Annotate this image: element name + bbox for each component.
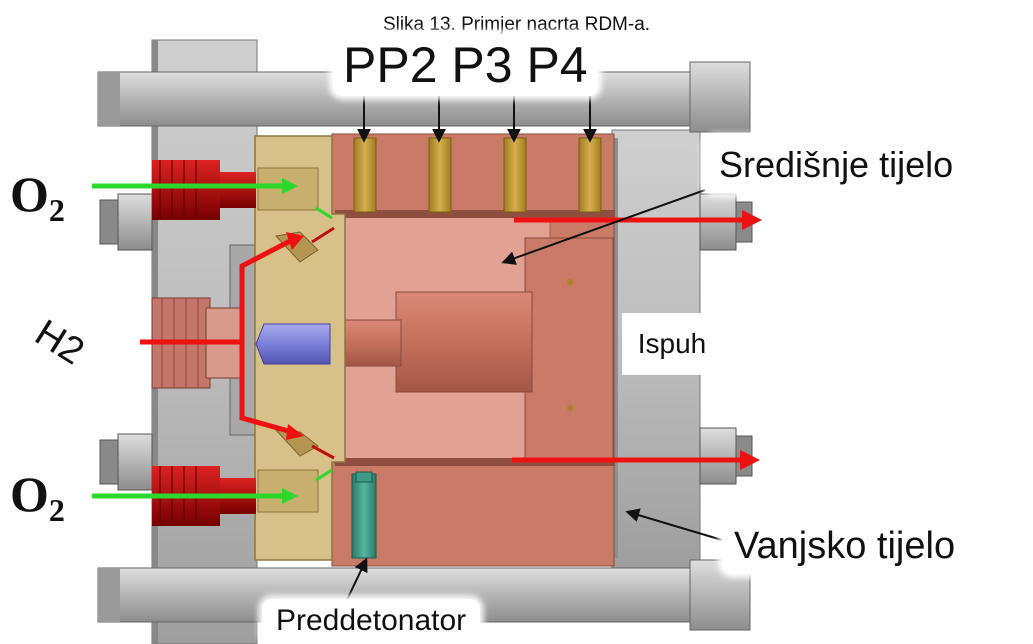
pointer-predetonator — [343, 557, 368, 607]
bolt-top-left — [99, 193, 153, 251]
oxygen-small-bottom — [315, 468, 333, 482]
pointer-outer-body — [625, 508, 723, 541]
annulus-top — [335, 210, 615, 218]
hydrogen-flow — [140, 237, 294, 345]
bottom-rod-thread — [98, 568, 120, 622]
inner-pin-small — [334, 319, 402, 367]
figure-caption: Slika 13. Primjer nacrta RDM-a. — [382, 14, 651, 35]
oxygen-inlet-bottom-label: O2 — [10, 466, 65, 528]
flange-dot — [567, 279, 573, 285]
predetonator-body — [351, 473, 377, 559]
oxygen-fitting-top — [152, 160, 256, 220]
predetonator-label: Preddetonator — [262, 599, 481, 643]
transducer-p4 — [578, 137, 602, 213]
injector-channel-top — [275, 231, 319, 263]
oxygen-flow-bottom-head — [282, 488, 298, 504]
oxygen-small-top — [315, 206, 333, 220]
central-body-label: Središnje tijelo — [705, 137, 968, 193]
annulus-bottom — [335, 458, 615, 466]
pointer-central-body — [501, 189, 706, 265]
hydrogen-flow-lower — [239, 342, 293, 435]
top-rod-thread — [98, 72, 120, 126]
pressure-ports-label: PP2 P3 P4 — [333, 34, 598, 96]
transducer-p3 — [503, 137, 527, 213]
inner-pin-large — [395, 291, 533, 393]
oxygen-flow-top-head — [282, 178, 298, 194]
exhaust-label: Ispuh — [622, 313, 722, 375]
bolt-bottom-left — [99, 433, 153, 491]
exhaust-arrow-bottom-head — [740, 450, 760, 470]
hydrogen-flow-head-bottom — [286, 424, 304, 440]
exhaust-arrow-top-head — [742, 210, 762, 230]
predetonator-cap — [355, 471, 373, 483]
transducer-pp2 — [353, 137, 377, 213]
central-body-flange — [524, 237, 614, 459]
outer-body-label: Vanjsko tijelo — [722, 518, 968, 574]
hydrogen-small-bottom — [311, 444, 335, 460]
oxygen-inlet-top-label: O2 — [10, 166, 65, 228]
hydrogen-nozzle — [255, 323, 331, 365]
transducer-p1 — [428, 137, 452, 213]
hydrogen-small-top — [311, 226, 335, 244]
hydrogen-flow-head-top — [286, 232, 304, 250]
flange-dot — [567, 405, 573, 411]
top-tie-rod-right — [689, 61, 751, 133]
